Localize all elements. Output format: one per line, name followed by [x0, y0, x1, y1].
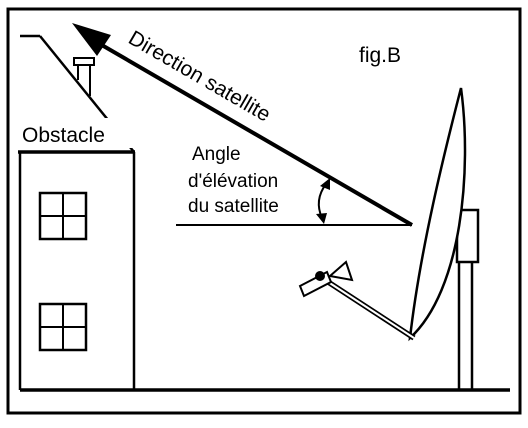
chimney-icon — [73, 57, 95, 96]
obstacle-label-bg — [18, 118, 134, 148]
angle-label: Angle d'élévation du satellite — [188, 144, 284, 217]
lnb-horn — [327, 260, 354, 282]
satellite-dish-icon — [298, 87, 480, 390]
figure-label: fig.B — [359, 44, 401, 67]
angle-label-line-1: Angle — [192, 144, 241, 165]
direction-arrow — [72, 23, 414, 227]
angle-label-line-3: du satellite — [188, 196, 279, 217]
arrowhead-icon — [72, 23, 111, 56]
window-icon — [38, 302, 88, 352]
obstacle-label: Obstacle — [22, 124, 105, 147]
angle-label-line-2: d'élévation — [188, 171, 278, 192]
window-icon — [38, 191, 88, 241]
elevation-angle-arc-icon — [316, 178, 330, 224]
